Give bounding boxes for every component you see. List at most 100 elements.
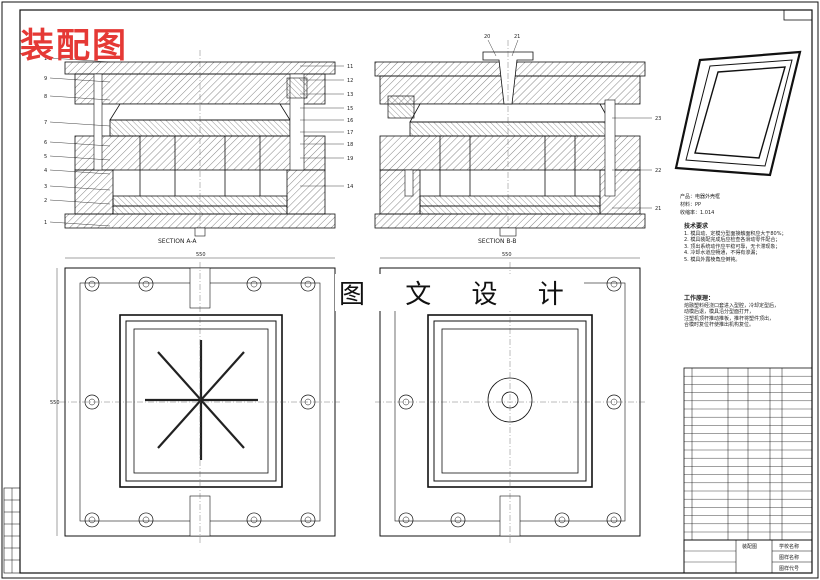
leader-numbers-mid: 11 12 13 15 16 17 18 19 14 (300, 64, 353, 190)
leader-line (487, 39, 497, 57)
plan-view-moving-half: 550 (375, 252, 645, 544)
work-title: 工作原理： (684, 295, 715, 302)
leader-number: 13 (347, 92, 353, 98)
leader-number: 20 (484, 34, 490, 40)
leader-line (49, 155, 111, 161)
bolt-core (454, 516, 462, 524)
bolt-hole (84, 276, 100, 292)
dim-width-right: 550 (502, 252, 512, 258)
bolt-core (88, 516, 96, 524)
leader-number: 21 (655, 206, 661, 212)
technical-requirements: 技术要求 1. 模具动、定模分型面接触面积应大于80%； 2. 模具装配完成后应… (684, 223, 804, 263)
leader-number: 11 (347, 64, 353, 70)
leader-number: 12 (347, 78, 353, 84)
leader-line (49, 141, 111, 147)
leader-number: 8 (44, 94, 47, 100)
bolt-hole (554, 512, 570, 528)
tech-line: 5. 模具外露棱角应倒钝。 (684, 256, 741, 263)
leader-number: 6 (44, 140, 47, 146)
leader-number: 23 (655, 116, 661, 122)
title-block-school: 学校名称 (779, 543, 799, 550)
leader-number: 14 (44, 56, 50, 62)
leader-number: 16 (347, 118, 353, 124)
bolt-core (610, 280, 618, 288)
leader-number: 4 (44, 168, 47, 174)
leader-line (49, 57, 111, 63)
leader-line (49, 185, 111, 191)
leader-number: 14 (347, 184, 353, 190)
tech-line: 2. 模具装配完成后应检查各滑动零件配合； (684, 237, 781, 243)
bolt-hole (398, 512, 414, 528)
bolt-core (88, 280, 96, 288)
leader-line (49, 221, 111, 227)
bolt-hole (138, 276, 154, 292)
section-a-a-view: SECTION A-A (64, 50, 336, 245)
leader-number: 5 (44, 154, 47, 160)
bolt-core (610, 516, 618, 524)
leader-line (511, 39, 519, 57)
leader-number: 18 (347, 142, 353, 148)
section-b-b-view: SECTION B-B (374, 40, 646, 245)
leader-line (49, 169, 111, 175)
title-block-assembly: 装配图 (742, 543, 757, 550)
leader-line (49, 121, 111, 127)
work-line: 动模后退，模具沿分型面打开， (684, 309, 755, 315)
bolt-hole (300, 512, 316, 528)
leader-numbers-right: 23 22 21 (612, 116, 661, 212)
work-line: 合模时复位杆使推出机构复位。 (684, 322, 755, 328)
bolt-core (250, 516, 258, 524)
bolt-core (304, 516, 312, 524)
bolt-hole (606, 512, 622, 528)
bolt-core (558, 516, 566, 524)
leader-number: 3 (44, 184, 47, 190)
bolt-hole (450, 512, 466, 528)
bolt-core (142, 280, 150, 288)
leader-line (49, 199, 111, 205)
tech-title: 技术要求 (684, 223, 709, 230)
inner-frame (19, 9, 813, 574)
drawing-title: 装配图 (20, 26, 128, 66)
leader-numbers-left: 14 9 8 7 6 5 4 3 2 1 (44, 56, 111, 227)
plan-view-fixed-half: 550 550 (50, 252, 340, 544)
leader-number: 1 (44, 220, 47, 226)
bolt-core (304, 280, 312, 288)
left-margin-block (3, 487, 21, 574)
title-block-drawing-name: 图样名称 (779, 554, 799, 561)
bolt-core (142, 516, 150, 524)
working-principle: 工作原理： 熔融塑料经浇口套进入型腔，冷却定型后， 动模后退，模具沿分型面打开，… (684, 295, 808, 329)
bolt-hole (246, 276, 262, 292)
leader-number: 22 (655, 168, 661, 174)
title-block-drawing-code: 图样代号 (779, 565, 799, 572)
work-line: 熔融塑料经浇口套进入型腔，冷却定型后， (684, 302, 780, 309)
section-a-a-label: SECTION A-A (158, 238, 197, 245)
tech-line: 4. 冷却水道应畅通，不得有渗漏； (684, 250, 761, 256)
leader-number: 21 (514, 34, 520, 40)
leader-number: 7 (44, 120, 47, 126)
tech-line: 1. 模具动、定模分型面接触面积应大于80%； (684, 230, 787, 237)
center-watermark-label: 图 文 设 计 (335, 274, 584, 311)
bolt-core (250, 280, 258, 288)
leader-number: 19 (347, 156, 353, 162)
leader-line (49, 77, 111, 83)
corner-box (783, 9, 813, 21)
bolt-hole (606, 276, 622, 292)
parts-list-table (683, 367, 813, 541)
leader-number: 15 (347, 106, 353, 112)
dim-height: 550 (50, 400, 60, 406)
leader-number: 17 (347, 130, 353, 136)
leader-number: 2 (44, 198, 47, 204)
leader-number: 9 (44, 76, 47, 82)
dim-width-left: 550 (196, 252, 206, 258)
section-b-b-label: SECTION B-B (478, 238, 517, 245)
bolt-hole (300, 276, 316, 292)
leader-line (49, 95, 111, 101)
bolt-hole (84, 512, 100, 528)
tech-line: 3. 顶出系统动作应平稳可靠，无卡滞现象； (684, 243, 781, 250)
bolt-hole (138, 512, 154, 528)
work-line: 注塑机顶杆推动推板，推杆将塑件顶出， (684, 315, 775, 322)
product-shrink: 收缩率：1.014 (680, 209, 714, 216)
title-block: 装配图 学校名称 图样名称 图样代号 (683, 539, 813, 574)
product-material: 材料：PP (680, 201, 701, 208)
